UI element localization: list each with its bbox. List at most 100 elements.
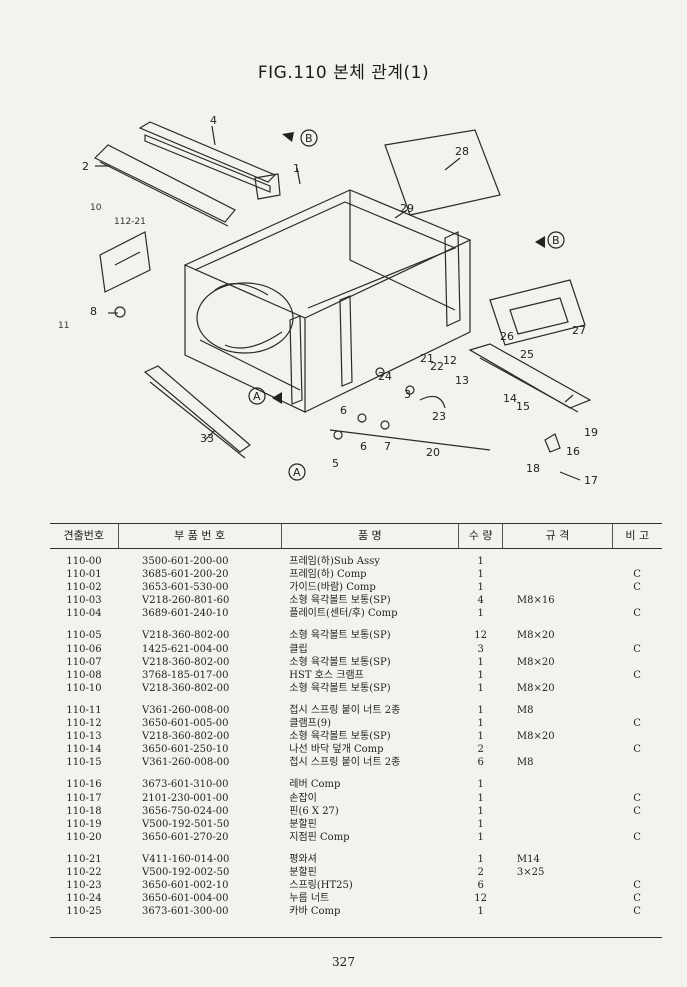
qty-cell: 6 — [477, 880, 484, 892]
callout-19: 19 — [584, 426, 598, 439]
part-no-cell: 3650-601-002-10 — [142, 880, 229, 892]
ref-cell: 110-00 — [66, 556, 102, 567]
ref-cell: 110-21 — [66, 853, 102, 865]
qty-cell: 1 — [477, 818, 484, 830]
callout-25: 25 — [520, 348, 534, 361]
name-cell: 스프링(HT25) — [289, 880, 353, 892]
qty-cell: 1 — [477, 682, 484, 694]
qty-cell: 1 — [477, 669, 484, 681]
svg-text:B: B — [552, 234, 560, 247]
spec-cell — [503, 818, 612, 831]
part-no-cell: 3656-750-024-00 — [142, 805, 229, 817]
exploded-parts-diagram: 4 2 1 28 29 10 112-21 8 11 27 26 25 21 2… — [0, 100, 687, 500]
callout-112-21: 112-21 — [114, 217, 146, 227]
view-marker-b-right — [547, 231, 565, 249]
callout-7: 7 — [384, 440, 391, 453]
callout-labels: 4 2 1 28 29 10 112-21 8 11 27 26 25 21 2… — [58, 114, 598, 487]
name-cell: 누름 너트 — [289, 893, 330, 905]
spec-cell: M14 — [516, 853, 540, 865]
spec-cell — [503, 607, 612, 620]
table-header-row: 견출번호 부 품 번 호 품 명 수 량 규 격 비 고 — [50, 523, 662, 549]
qty-cell: 1 — [477, 853, 484, 865]
qty-cell: 1 — [477, 582, 484, 594]
note-cell — [612, 682, 662, 695]
spec-cell: M8×20 — [516, 682, 555, 694]
name-cell: 클립 — [289, 643, 308, 655]
spec-cell — [503, 831, 612, 844]
qty-cell: 1 — [477, 906, 484, 918]
name-cell: 지점핀 Comp — [289, 831, 350, 843]
note-cell — [612, 756, 662, 769]
callout-15: 15 — [516, 400, 530, 413]
callout-20: 20 — [426, 446, 440, 459]
callout-5: 5 — [332, 457, 339, 470]
name-cell: 나선 바닥 덮개 Comp — [289, 744, 384, 756]
callout-29: 29 — [400, 202, 414, 215]
qty-cell: 1 — [477, 831, 484, 843]
note-cell — [612, 866, 662, 879]
name-cell: 클램프(9) — [289, 718, 332, 730]
name-cell: 접시 스프링 붙이 너트 2종 — [289, 757, 401, 769]
part-no-cell: 3650-601-270-20 — [142, 831, 229, 843]
ref-cell: 110-22 — [66, 866, 102, 878]
qty-cell: 1 — [477, 731, 484, 743]
name-cell: 분할핀 — [289, 818, 317, 830]
note-cell — [612, 620, 662, 642]
part-no-cell: V218-360-802-00 — [142, 731, 230, 743]
qty-cell: 1 — [477, 556, 484, 567]
part-no-cell: 2101-230-001-00 — [142, 792, 229, 804]
spec-cell — [503, 669, 612, 682]
part-no-cell: V218-260-801-60 — [142, 595, 230, 607]
view-arrows — [272, 132, 545, 404]
qty-cell: 1 — [477, 779, 484, 791]
part-no-cell: V500-192-002-50 — [142, 866, 230, 878]
callout-23: 23 — [432, 410, 446, 423]
callout-28: 28 — [455, 145, 469, 158]
note-cell: C — [633, 893, 641, 905]
qty-cell: 1 — [477, 792, 484, 804]
callout-13: 13 — [455, 374, 469, 387]
spec-cell — [503, 549, 612, 569]
callout-24: 24 — [378, 370, 392, 383]
name-cell: 손잡이 — [289, 792, 317, 804]
qty-cell: 1 — [477, 718, 484, 730]
note-cell: C — [633, 608, 641, 620]
spec-cell — [503, 792, 612, 805]
name-cell: 평와셔 — [289, 853, 317, 865]
spec-cell: M8×16 — [516, 595, 555, 607]
table-bottom-rule — [50, 937, 662, 938]
note-cell: C — [633, 906, 641, 918]
callout-16: 16 — [566, 445, 580, 458]
qty-cell: 3 — [477, 643, 484, 655]
header-ref: 견출번호 — [50, 523, 119, 549]
part-no-cell: V361-260-008-00 — [142, 704, 230, 716]
ref-cell: 110-19 — [66, 818, 102, 830]
ref-cell: 110-06 — [66, 643, 102, 655]
callout-2: 2 — [82, 160, 89, 173]
ref-cell: 110-10 — [66, 682, 102, 694]
spec-cell — [503, 769, 612, 791]
note-cell — [612, 594, 662, 607]
ref-cell: 110-14 — [66, 744, 102, 756]
note-cell: C — [633, 805, 641, 817]
callout-21: 21 — [420, 352, 434, 365]
name-cell: 소형 육각볼트 보통(SP) — [289, 630, 391, 642]
part-no-cell: 3650-601-004-00 — [142, 893, 229, 905]
note-cell — [612, 549, 662, 569]
part-no-cell: 3650-601-250-10 — [142, 744, 229, 756]
note-cell — [612, 769, 662, 791]
ref-cell: 110-01 — [66, 569, 102, 581]
callout-4: 4 — [210, 114, 217, 127]
part-no-cell: 3500-601-200-00 — [142, 556, 229, 567]
note-cell — [612, 695, 662, 717]
